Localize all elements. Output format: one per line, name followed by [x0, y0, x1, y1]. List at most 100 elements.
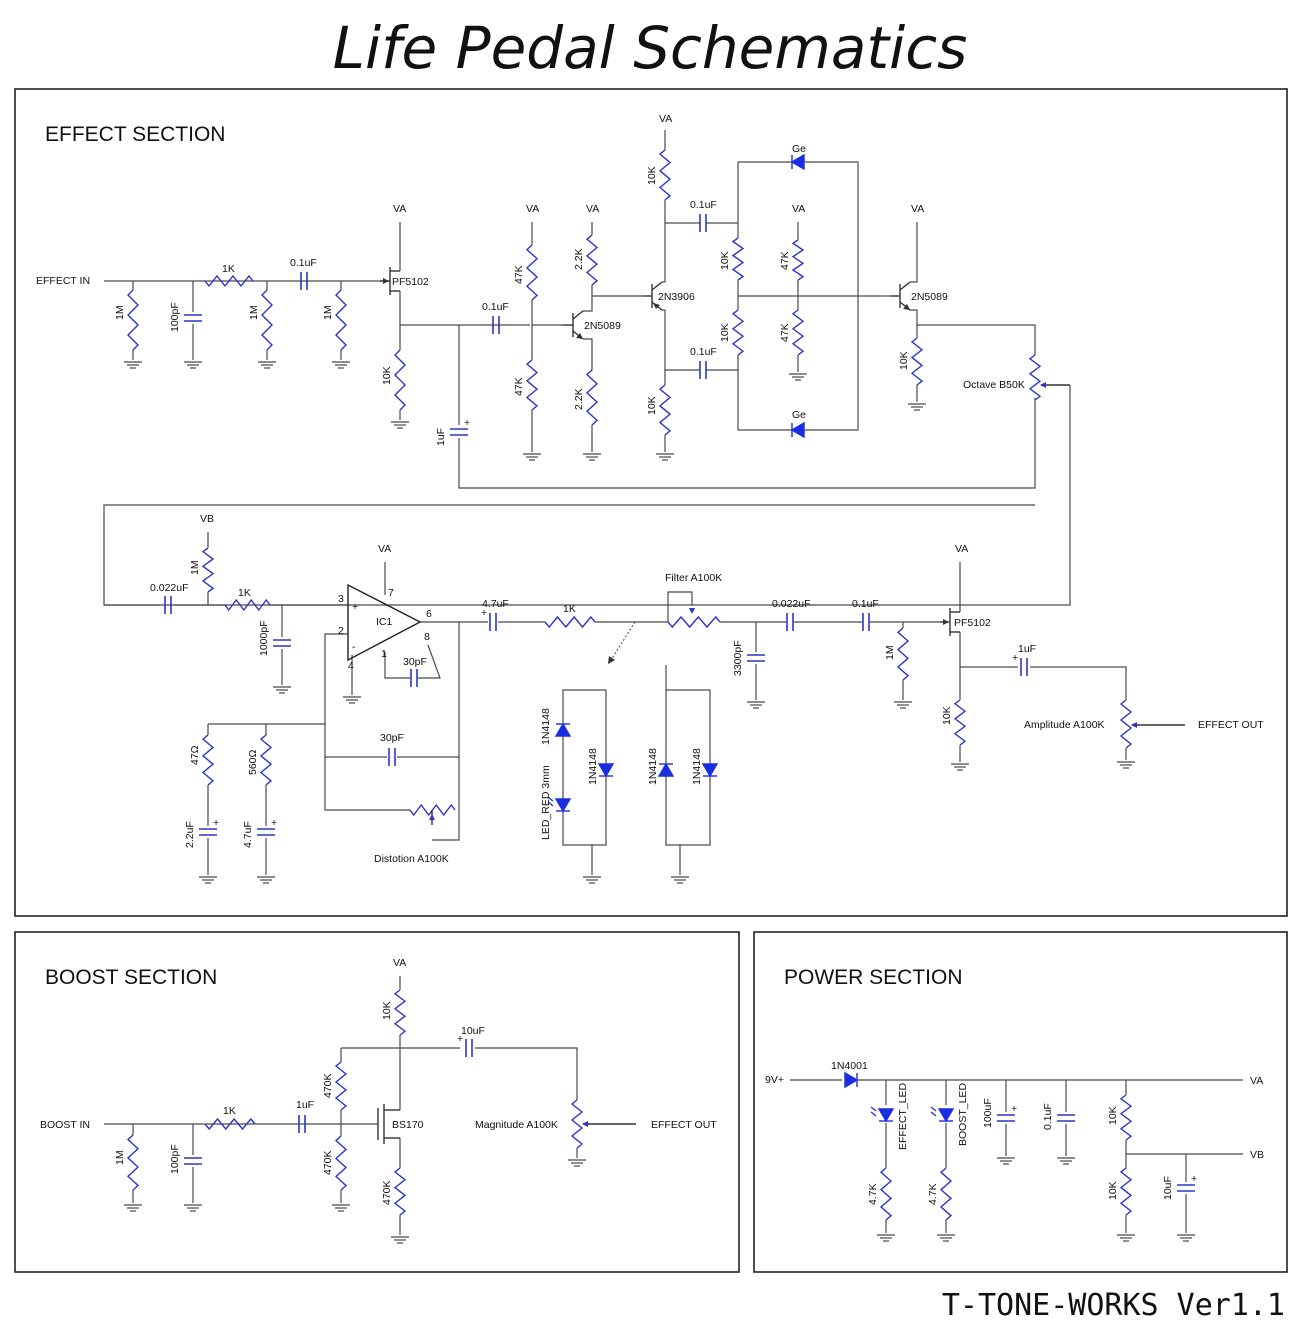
wire — [662, 200, 666, 283]
label-r470k: 470K — [381, 1180, 393, 1205]
pot-filter — [667, 615, 721, 629]
wire — [583, 338, 593, 370]
label-r47: 47Ω — [189, 745, 201, 765]
resistor-10k — [393, 989, 407, 1036]
label-c100p: 100pF — [169, 1144, 181, 1174]
label-c0022u: 0.022uF — [772, 598, 811, 610]
label-n2n5089: 2N5089 — [584, 320, 621, 332]
label-va: VA — [378, 543, 391, 555]
label-c01u: 0.1uF — [290, 257, 317, 269]
resistor-4.7k — [939, 1167, 953, 1221]
label-pot_magnitude: Magnitude A100K — [475, 1119, 558, 1131]
resistor-1m — [201, 547, 215, 593]
label-c01u: 0.1uF — [1042, 1103, 1054, 1130]
diode-1n4148 — [554, 722, 572, 737]
boost-out-label: EFFECT OUT — [651, 1119, 717, 1131]
polarity-mark: + — [213, 817, 219, 829]
label-pot_distortion: Distotion A100K — [374, 853, 449, 865]
wire — [959, 632, 1018, 668]
label-r47k: 47K — [513, 265, 525, 284]
resistor-10k — [394, 349, 406, 411]
label-r2k2: 2.2K — [573, 388, 585, 410]
label-c1u: 1uF — [296, 1099, 314, 1111]
pot-distortion-wiper — [429, 814, 435, 820]
label-boost_led: BOOST_LED — [957, 1083, 969, 1146]
label-r10k: 10K — [898, 351, 910, 370]
wire — [910, 309, 918, 338]
resistor-470k — [334, 1061, 348, 1111]
pot-magnitude — [570, 1099, 584, 1149]
label-pin_plus: + — [352, 601, 358, 613]
resistor-10k — [658, 384, 672, 436]
label-c47u: 4.7uF — [242, 821, 254, 848]
wire — [910, 222, 918, 283]
pot-octave — [1028, 354, 1042, 401]
led-light-arrow — [610, 621, 636, 661]
diode-1n4148 — [701, 763, 719, 778]
label-n2n5089: 2N5089 — [911, 291, 948, 303]
label-va: VA — [393, 957, 406, 969]
label-ge: Ge — [792, 409, 806, 421]
wire — [662, 309, 666, 385]
polarity-mark: + — [464, 417, 470, 429]
wire — [595, 591, 693, 623]
resistor-1k — [224, 598, 271, 612]
label-ge: Ge — [792, 143, 806, 155]
resistor-1k — [544, 615, 596, 629]
label-pin_minus: - — [352, 641, 356, 653]
resistor-10k — [1119, 1167, 1133, 1216]
led-ray — [547, 796, 554, 802]
wire — [475, 1047, 578, 1100]
resistor-1m — [126, 1134, 140, 1191]
wire — [562, 689, 607, 846]
credit-text: T-TONE-WORKS Ver1.1 — [942, 1288, 1285, 1323]
npn-2n5089 — [903, 304, 910, 310]
label-va: VA — [1250, 1075, 1263, 1087]
polarity-mark: + — [1191, 1173, 1197, 1185]
npn-2n5089 — [576, 333, 583, 339]
wire — [418, 644, 441, 679]
label-d1n4148: 1N4148 — [647, 748, 659, 785]
label-pin2: 2 — [338, 625, 344, 637]
label-r10k: 10K — [381, 1001, 393, 1020]
pot-amplitude — [1119, 699, 1133, 749]
label-d1n4001: 1N4001 — [831, 1060, 868, 1072]
label-r470k: 470K — [322, 1150, 334, 1175]
label-c1u: 1uF — [435, 428, 447, 446]
wire — [737, 161, 859, 431]
label-r1m: 1M — [189, 560, 201, 575]
resistor-470k — [393, 1167, 407, 1216]
resistor-47k — [525, 244, 539, 301]
diode-ge — [790, 153, 805, 171]
resistor-470k — [334, 1135, 348, 1191]
jfet-pf5102 — [943, 619, 949, 625]
polarity-mark: + — [1012, 652, 1018, 664]
led — [554, 798, 572, 813]
nine-volt-label: 9V+ — [765, 1074, 784, 1086]
label-va: VA — [955, 543, 968, 555]
label-c1u: 1uF — [1018, 643, 1036, 655]
wire — [458, 398, 1036, 489]
wire — [420, 621, 460, 841]
label-c30p: 30pF — [380, 732, 404, 744]
label-pin8: 8 — [424, 631, 430, 643]
resistor-47k — [791, 309, 805, 356]
npn-2n5089 — [899, 281, 911, 291]
polarity-mark: + — [1011, 1103, 1017, 1115]
label-pin6: 6 — [426, 608, 432, 620]
label-c47u: 4.7uF — [482, 598, 509, 610]
label-r1m: 1M — [114, 305, 126, 320]
label-r470k: 470K — [322, 1073, 334, 1098]
resistor-10k — [910, 337, 924, 386]
resistor-47k — [791, 239, 805, 281]
label-r1k: 1K — [223, 1105, 236, 1117]
led — [937, 1108, 955, 1123]
label-r1k: 1K — [222, 263, 235, 275]
label-va: VA — [659, 113, 672, 125]
boost-section-frame — [14, 931, 740, 1273]
label-c10u: 10uF — [1162, 1176, 1174, 1200]
label-vb: VB — [1250, 1149, 1264, 1161]
resistor-1m — [896, 627, 910, 681]
label-c01u: 0.1uF — [690, 346, 717, 358]
